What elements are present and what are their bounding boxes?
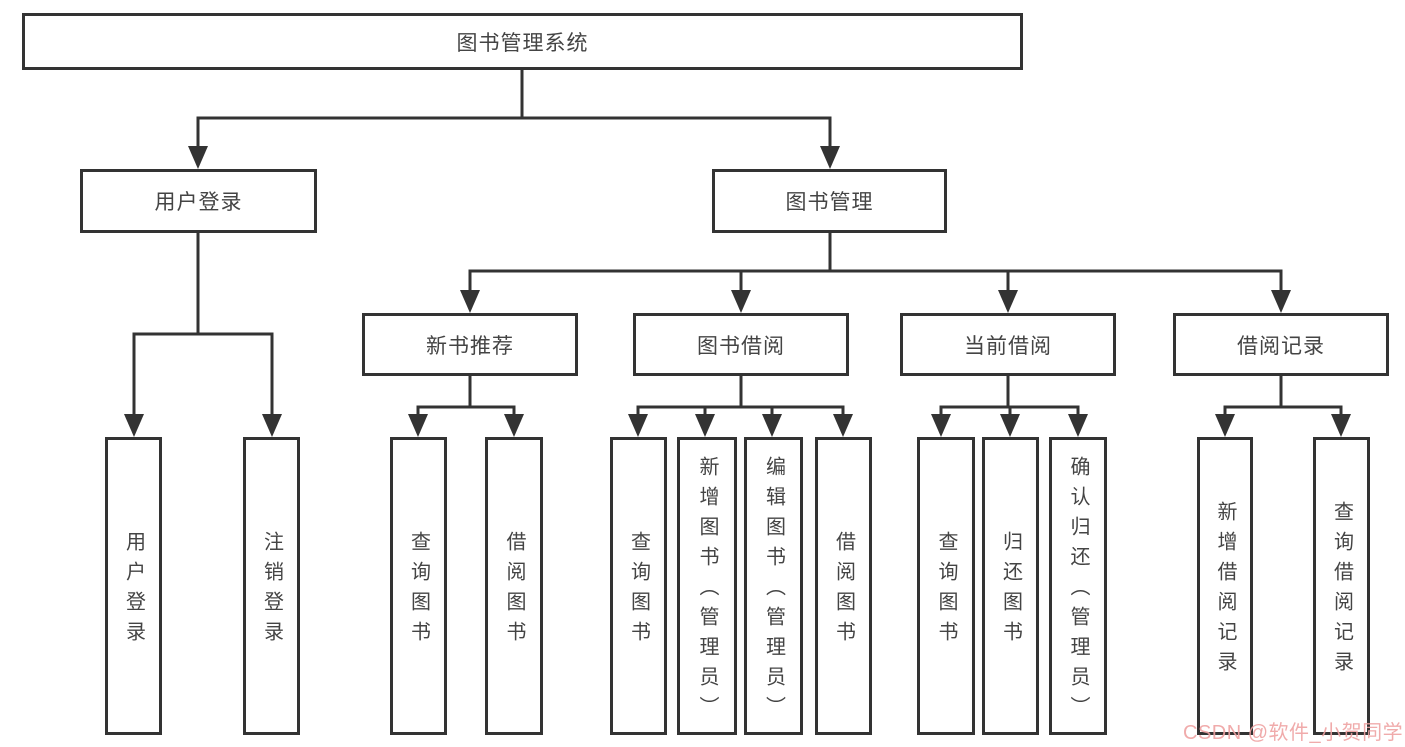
leaf-edit-books-admin: 编辑图书（管理员） [744,437,803,735]
node-label: 借阅图书 [832,531,855,651]
leaf-query-books-borrowing: 查询图书 [610,437,667,735]
node-current-borrowing: 当前借阅 [900,313,1116,376]
node-library-management-system: 图书管理系统 [22,13,1023,70]
node-label: 新增图书（管理员） [696,456,718,726]
leaf-borrow-books-recommend: 借阅图书 [485,437,543,735]
node-label: 图书借阅 [697,334,785,358]
node-label: 用户登录 [122,531,145,651]
node-label: 新书推荐 [426,334,514,358]
node-label: 确认归还（管理员） [1067,456,1089,726]
node-user-login: 用户登录 [80,169,317,233]
node-label: 借阅图书 [503,531,525,651]
leaf-add-borrow-record: 新增借阅记录 [1197,437,1253,735]
node-label: 查询图书 [935,531,957,651]
node-book-management: 图书管理 [712,169,947,233]
node-label: 借阅记录 [1237,334,1325,358]
node-label: 查询图书 [627,531,650,651]
leaf-return-books: 归还图书 [982,437,1039,735]
node-new-book-recommend: 新书推荐 [362,313,578,376]
node-label: 编辑图书（管理员） [762,456,785,726]
node-label: 图书管理系统 [456,31,589,55]
leaf-user-login: 用户登录 [105,437,162,735]
node-label: 查询借阅记录 [1330,501,1353,681]
leaf-query-books-current: 查询图书 [917,437,975,735]
leaf-query-borrow-record: 查询借阅记录 [1313,437,1370,735]
leaf-add-books-admin: 新增图书（管理员） [677,437,737,735]
node-label: 图书管理 [785,191,874,214]
leaf-confirm-return-admin: 确认归还（管理员） [1049,437,1107,735]
node-label: 当前借阅 [964,334,1052,358]
node-label: 用户登录 [154,191,243,214]
leaf-query-books-recommend: 查询图书 [390,437,447,735]
leaf-borrow-books: 借阅图书 [815,437,872,735]
csdn-watermark: CSDN @软件_小贺同学 [1183,722,1404,744]
node-label: 归还图书 [999,531,1022,651]
node-label: 查询图书 [407,531,430,651]
node-label: 注销登录 [260,531,283,651]
node-book-borrowing: 图书借阅 [633,313,849,376]
node-borrowing-records: 借阅记录 [1173,313,1389,376]
node-label: 新增借阅记录 [1214,501,1236,681]
leaf-logout: 注销登录 [243,437,300,735]
